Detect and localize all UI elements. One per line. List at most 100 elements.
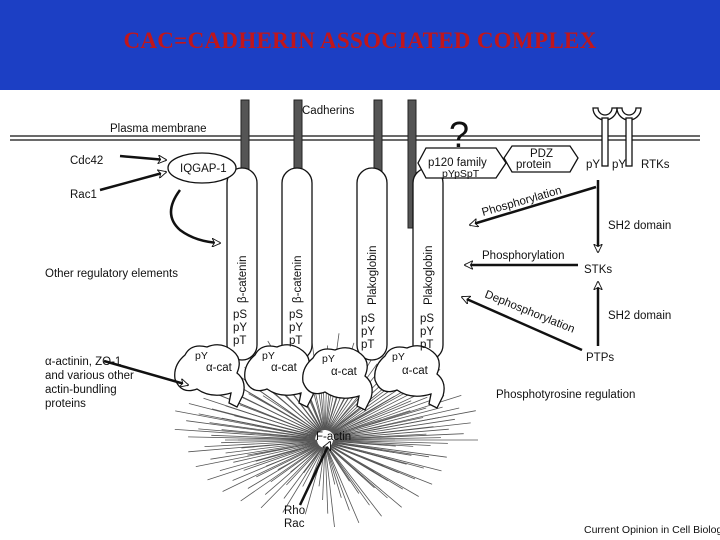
label-ps-3: pS <box>361 313 375 325</box>
actin-filament <box>174 429 316 440</box>
actin-filament <box>210 441 318 460</box>
actin-filament <box>225 405 317 436</box>
label-ps-4: pS <box>420 313 434 325</box>
actin-filament <box>325 447 336 485</box>
slide-title: CAC=CADHERIN ASSOCIATED COMPLEX <box>123 28 597 53</box>
actin-filament <box>209 422 316 438</box>
label-rtks: RTKs <box>641 159 670 171</box>
arrow-rho-rac <box>298 442 332 506</box>
arrow-phospho-top <box>470 185 597 225</box>
label-alpha-cat-1: α-cat <box>206 362 233 374</box>
actin-filament <box>333 396 428 435</box>
label-plasma-membrane: Plasma membrane <box>110 123 207 135</box>
label-alpha-cat-4: α-cat <box>402 365 429 377</box>
label-cadherins: Cadherins <box>302 105 355 117</box>
label-plakoglobin-1: Plakoglobin <box>367 246 379 305</box>
actin-filament <box>256 445 320 478</box>
label-other-regulatory: Other regulatory elements <box>45 268 178 280</box>
label-actinin-2: and various other <box>45 370 134 382</box>
cadherin-bars <box>240 99 417 229</box>
pdz-protein-shape <box>503 145 579 173</box>
label-actinin-4: proteins <box>45 398 86 410</box>
label-rtk-py2: pY <box>612 159 626 171</box>
p120-hexagon <box>417 147 507 179</box>
actin-filament <box>302 447 324 487</box>
label-phospho-mid: Phosphorylation <box>482 250 564 262</box>
actin-filament <box>195 442 318 467</box>
label-cdc42: Cdc42 <box>70 155 103 167</box>
actin-filament <box>221 440 318 444</box>
actin-filament <box>324 447 329 514</box>
label-rtk-py1: pY <box>586 159 600 171</box>
actin-filament <box>331 444 433 485</box>
actin-filament <box>333 406 443 437</box>
label-alpha-cat-2: α-cat <box>271 362 298 374</box>
label-pt-1: pT <box>233 335 246 347</box>
actin-filament <box>334 418 455 438</box>
label-ps-1: pS <box>233 309 247 321</box>
label-ps-2: pS <box>289 309 303 321</box>
label-rho: Rho <box>284 505 305 517</box>
actin-filament <box>239 404 318 435</box>
cadherin-complex-diagram: ? Cadherins Plasma membrane Cdc42 Rac1 I… <box>10 99 720 536</box>
alpha-catenin-blobs <box>174 344 445 411</box>
actin-filament <box>186 420 316 439</box>
label-py-4: pY <box>420 326 434 338</box>
actin-filament <box>198 428 316 439</box>
label-sh2-top: SH2 domain <box>608 220 671 232</box>
actin-filament-bundle <box>174 333 478 528</box>
actin-filament <box>332 441 447 458</box>
actin-filament <box>327 447 360 494</box>
actin-filament <box>243 444 319 471</box>
pathway-arrows <box>99 154 598 506</box>
label-p120-family: p120 family <box>428 157 487 169</box>
actin-filament <box>211 434 316 440</box>
actin-filament <box>332 441 430 458</box>
label-alpha-py-4: pY <box>392 351 405 363</box>
actin-filament <box>334 422 471 439</box>
label-py-2: pY <box>289 322 303 334</box>
label-ptps: PTPs <box>586 352 614 364</box>
actin-filament <box>327 447 370 506</box>
actin-filament <box>326 447 360 524</box>
label-credit: Current Opinion in Cell Biology <box>584 524 720 536</box>
rtk-receptors <box>592 107 642 167</box>
arrow-cdc42 <box>119 154 166 160</box>
actin-filament <box>325 447 335 528</box>
label-f-actin: F-actin <box>316 431 351 443</box>
label-alpha-py-2: pY <box>262 350 275 362</box>
actin-filament <box>232 444 319 481</box>
label-p120-mod: pYpSpT <box>442 168 480 180</box>
actin-filament <box>334 407 460 437</box>
actin-filament <box>204 440 318 447</box>
label-pt-3: pT <box>361 339 374 351</box>
actin-filament <box>332 440 414 447</box>
question-mark: ? <box>449 114 469 155</box>
arrow-dephospho <box>462 297 583 352</box>
label-plakoglobin-2: Plakoglobin <box>423 246 435 305</box>
actin-filament <box>282 447 323 513</box>
actin-filament <box>175 410 316 438</box>
iqgap-oval <box>167 152 237 184</box>
label-pt-4: pT <box>420 339 433 351</box>
actin-filament <box>283 447 323 499</box>
actin-filament <box>264 446 321 495</box>
actin-filament <box>233 392 318 434</box>
label-alpha-cat-3: α-cat <box>331 366 358 378</box>
actin-filament <box>325 447 342 498</box>
label-phosphotyrosine: Phosphotyrosine regulation <box>496 389 635 401</box>
label-beta-catenin-1: β-catenin <box>237 255 249 303</box>
label-beta-catenin-2: β-catenin <box>292 255 304 303</box>
label-actinin-3: actin-bundling <box>45 384 117 396</box>
actin-filament <box>247 445 320 489</box>
actin-filament <box>334 410 476 438</box>
label-rac: Rac <box>284 518 305 530</box>
actin-filament <box>248 393 319 434</box>
actin-filament <box>330 444 384 466</box>
actin-filament <box>332 442 395 453</box>
actin-filament <box>286 447 322 486</box>
arrow-iqgap-loop <box>169 189 220 243</box>
actin-filament <box>221 429 316 439</box>
actin-filament <box>219 443 318 471</box>
actin-filament <box>322 447 326 501</box>
